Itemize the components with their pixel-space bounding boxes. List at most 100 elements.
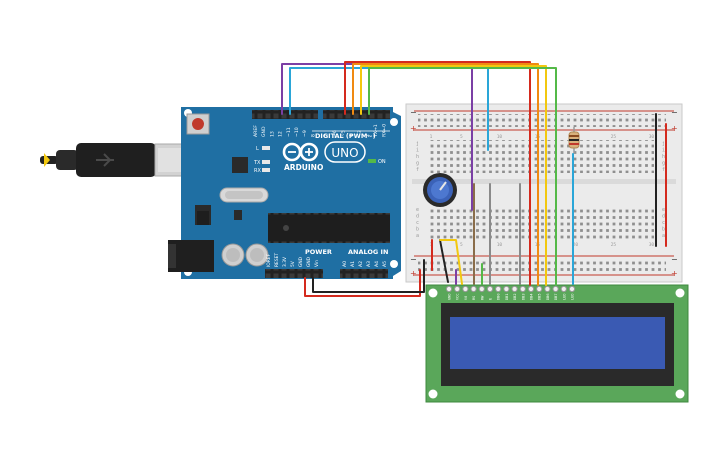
rail-minus-bottom-left: −	[410, 255, 417, 264]
digital-pin-label: 7	[324, 134, 330, 137]
usb-chip	[234, 210, 242, 220]
lcd-pin-label: DB4	[530, 294, 534, 301]
model-badge: UNO	[324, 141, 366, 163]
column-label: 5	[460, 134, 463, 140]
wire-black-gnd	[312, 259, 425, 293]
analog-pin-label: A1	[350, 261, 356, 267]
digital-pin-label: ~5	[340, 130, 346, 137]
lcd-pin-label: DB2	[513, 294, 517, 301]
reset-button[interactable]	[186, 113, 210, 135]
digital-pin-label: 4	[349, 134, 355, 137]
rail-minus-top-left: −	[410, 108, 417, 117]
lcd-pin-label: E	[489, 298, 493, 300]
crystal	[219, 187, 269, 203]
power-pin-label: 5V	[290, 261, 296, 267]
svg-text:UNO: UNO	[331, 146, 358, 160]
digital-pin-label: ~3	[357, 130, 363, 137]
row-label: h	[416, 154, 419, 160]
potentiometer[interactable]	[423, 173, 457, 207]
column-label: 25	[611, 242, 617, 248]
wire-green-pin2	[368, 67, 557, 286]
digital-pin-label: 8	[310, 134, 316, 137]
power-pin-label: Vin	[314, 260, 320, 267]
column-label: 30	[649, 134, 655, 140]
digital-pin-label: ~11	[286, 127, 292, 137]
wire-red-pin5	[344, 61, 531, 286]
lcd-pin	[478, 285, 485, 293]
lcd-pin	[560, 285, 567, 293]
lcd-screen	[450, 317, 665, 369]
digital-pin-label: 2	[365, 134, 371, 137]
lcd-pin-label: RS	[472, 296, 476, 300]
row-label: d	[662, 214, 665, 220]
rail-plus-top-left: +	[410, 124, 417, 133]
lcd-pin	[568, 285, 576, 293]
row-label: c	[662, 220, 665, 226]
column-label: 25	[611, 134, 617, 140]
row-label: h	[662, 154, 665, 160]
voltage-regulator	[195, 205, 211, 225]
lcd-pin-label: GND	[448, 294, 452, 301]
atmega-microcontroller	[268, 213, 390, 243]
row-label: j	[416, 141, 419, 147]
lcd-pin-label: DB1	[505, 293, 509, 300]
digital-pin-label: 12	[278, 131, 284, 137]
digital-pin-label: 13	[269, 131, 275, 137]
analog-in-label: ANALOG IN	[348, 248, 388, 256]
lcd-pin	[552, 285, 559, 293]
row-label: g	[416, 161, 419, 167]
wire-red-5v	[304, 269, 421, 297]
wire-orange-pin4	[352, 63, 539, 286]
row-label: a	[662, 233, 665, 239]
row-label: b	[416, 227, 419, 233]
digital-pin-label: GND	[261, 126, 267, 137]
row-label: g	[662, 161, 665, 167]
power-label: POWER	[305, 248, 332, 256]
lcd-pin	[470, 285, 477, 293]
lcd-pin-label: DB7	[554, 294, 558, 301]
wire-yellow-pin3	[360, 65, 547, 286]
wire-black-pot	[439, 239, 449, 283]
row-label: e	[662, 207, 665, 213]
wires	[281, 61, 667, 297]
capacitor-2	[245, 243, 269, 267]
lcd-pin	[454, 285, 461, 293]
digital-pwm-label: DIGITAL (PWM~)	[315, 132, 376, 140]
digital-pin-label: ~6	[332, 130, 338, 137]
rail-minus-bottom-right: −	[671, 255, 678, 264]
analog-pin-label: A0	[342, 261, 348, 267]
power-pin-label: GND	[298, 256, 304, 267]
lcd-pin-label: DB3	[521, 294, 525, 301]
l-led-label: L	[256, 146, 259, 152]
lcd-pin-label: LED	[571, 294, 575, 301]
lcd-pin	[495, 285, 502, 293]
power-pin-label: RESET	[274, 253, 280, 267]
lcd-pin	[486, 285, 494, 293]
lcd-pin-label: V0	[464, 296, 468, 300]
column-label: 5	[460, 242, 463, 248]
row-label: c	[416, 220, 419, 226]
column-label: 30	[649, 242, 655, 248]
digital-pin-label: ~9	[302, 130, 308, 137]
row-label: a	[416, 233, 419, 239]
power-jack	[168, 240, 214, 272]
lcd-pin	[503, 285, 510, 293]
lcd-pin	[544, 285, 551, 293]
row-label: b	[662, 227, 665, 233]
power-pin-label: GND	[306, 256, 312, 267]
lcd-pin	[519, 285, 526, 293]
lcd-pin	[462, 285, 469, 293]
row-label: i	[662, 148, 665, 154]
row-label: j	[662, 141, 665, 147]
analog-pin-label: A2	[358, 261, 364, 267]
row-label: d	[416, 214, 419, 220]
digital-pin-label: ~10	[294, 127, 300, 137]
row-label: f	[416, 167, 419, 173]
lcd-pin	[511, 285, 518, 293]
row-label: i	[416, 148, 419, 154]
lcd-pin-label: DB6	[546, 294, 550, 301]
